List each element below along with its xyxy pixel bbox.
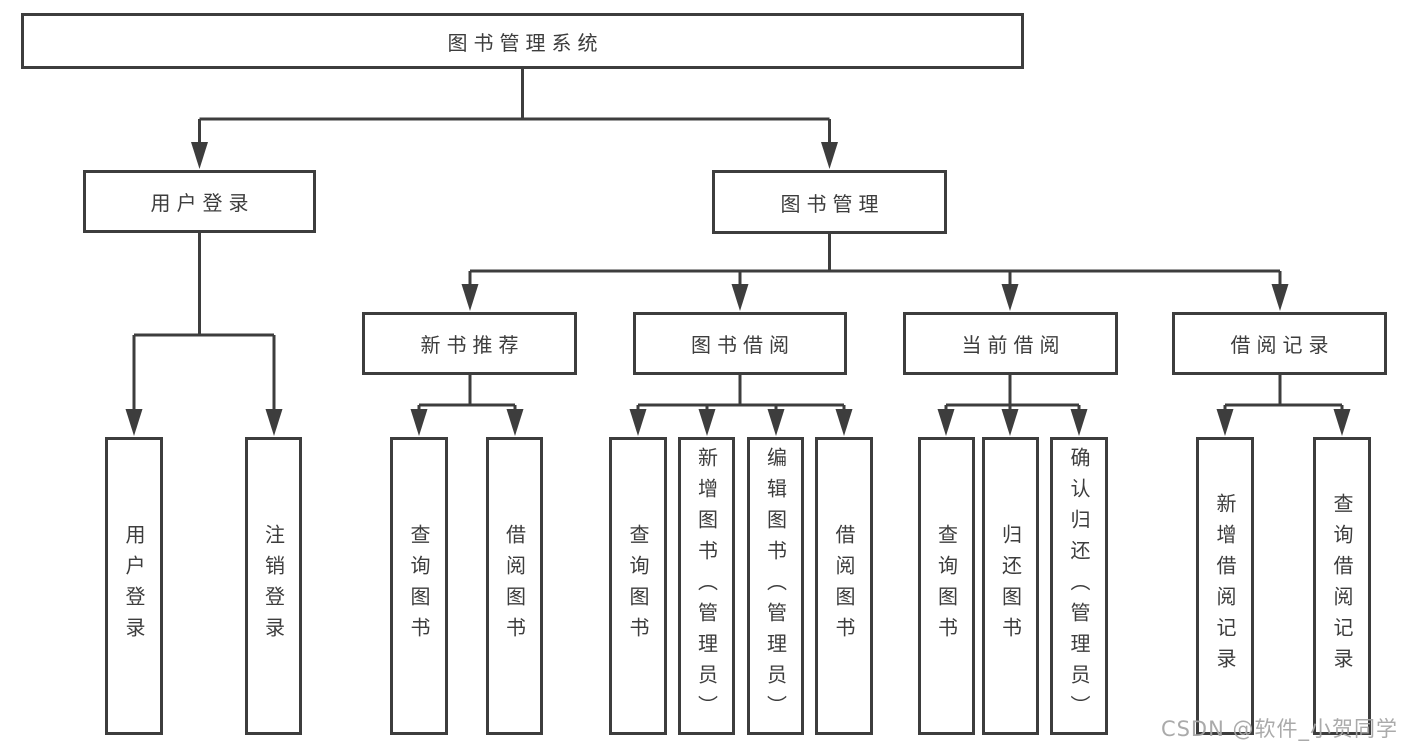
arrowhead-icon	[1070, 409, 1088, 436]
node-label: 当前借阅	[961, 333, 1066, 357]
arrowhead-icon	[461, 284, 479, 311]
arrowhead-icon	[731, 284, 749, 311]
node-label: 查询借阅记录	[1330, 493, 1354, 679]
arrowhead-icon	[410, 409, 428, 436]
node-library-system: 图书管理系统	[21, 13, 1024, 69]
node-label: 新书推荐	[420, 333, 525, 357]
leaf-user-login: 用户登录	[105, 437, 163, 735]
node-label: 借阅图书	[502, 524, 527, 648]
node-label: 图书管理系统	[447, 30, 604, 55]
leaf-return-books: 归还图书	[982, 437, 1039, 735]
leaf-query-books-2: 查询图书	[609, 437, 667, 735]
node-label: 查询图书	[626, 524, 650, 648]
arrowhead-icon	[821, 142, 838, 169]
leaf-borrow-books-2: 借阅图书	[815, 437, 873, 735]
leaf-confirm-return-admin: 确认归还（管理员）	[1050, 437, 1108, 735]
node-borrowing-records: 借阅记录	[1172, 312, 1387, 375]
node-label: 图书管理	[780, 191, 885, 216]
leaf-add-borrow-record: 新增借阅记录	[1196, 437, 1254, 735]
node-label: 借阅图书	[832, 524, 856, 648]
node-label: 借阅记录	[1230, 333, 1335, 357]
node-label: 新增图书（管理员）	[694, 446, 719, 726]
node-label: 确认归还（管理员）	[1067, 446, 1091, 726]
arrowhead-icon	[1001, 409, 1019, 436]
node-label: 图书借阅	[691, 333, 795, 357]
arrowhead-icon	[1216, 409, 1234, 436]
watermark: CSDN @软件_小贺同学	[1160, 717, 1398, 741]
arrowhead-icon	[125, 409, 143, 436]
node-current-borrowing: 当前借阅	[903, 312, 1118, 375]
arrowhead-icon	[767, 409, 785, 436]
arrowhead-icon	[1271, 284, 1289, 311]
leaf-query-books-1: 查询图书	[390, 437, 448, 735]
arrowhead-icon	[265, 409, 283, 436]
arrowhead-icon	[629, 409, 647, 436]
arrowhead-icon	[191, 142, 208, 169]
node-label: 归还图书	[998, 524, 1023, 648]
leaf-query-borrow-record: 查询借阅记录	[1313, 437, 1371, 735]
leaf-logout: 注销登录	[245, 437, 302, 735]
node-new-book-recommend: 新书推荐	[362, 312, 577, 375]
node-label: 注销登录	[261, 524, 286, 648]
leaf-borrow-books-1: 借阅图书	[486, 437, 543, 735]
arrowhead-icon	[1001, 284, 1019, 311]
leaf-query-books-3: 查询图书	[918, 437, 975, 735]
leaf-add-books-admin: 新增图书（管理员）	[678, 437, 735, 735]
leaf-edit-books-admin: 编辑图书（管理员）	[747, 437, 804, 735]
arrowhead-icon	[937, 409, 955, 436]
node-label: 查询图书	[407, 524, 431, 648]
node-book-management: 图书管理	[712, 170, 947, 234]
node-book-borrowing: 图书借阅	[633, 312, 847, 375]
node-label: 编辑图书（管理员）	[763, 446, 788, 726]
node-user-login: 用户登录	[83, 170, 316, 233]
node-label: 用户登录	[150, 191, 255, 215]
arrowheads	[125, 142, 1351, 436]
arrowhead-icon	[835, 409, 853, 436]
arrowhead-icon	[698, 409, 716, 436]
node-label: 新增借阅记录	[1213, 493, 1237, 679]
arrowhead-icon	[506, 409, 524, 436]
arrowhead-icon	[1333, 409, 1351, 436]
node-label: 用户登录	[122, 524, 146, 648]
node-label: 查询图书	[934, 524, 959, 648]
